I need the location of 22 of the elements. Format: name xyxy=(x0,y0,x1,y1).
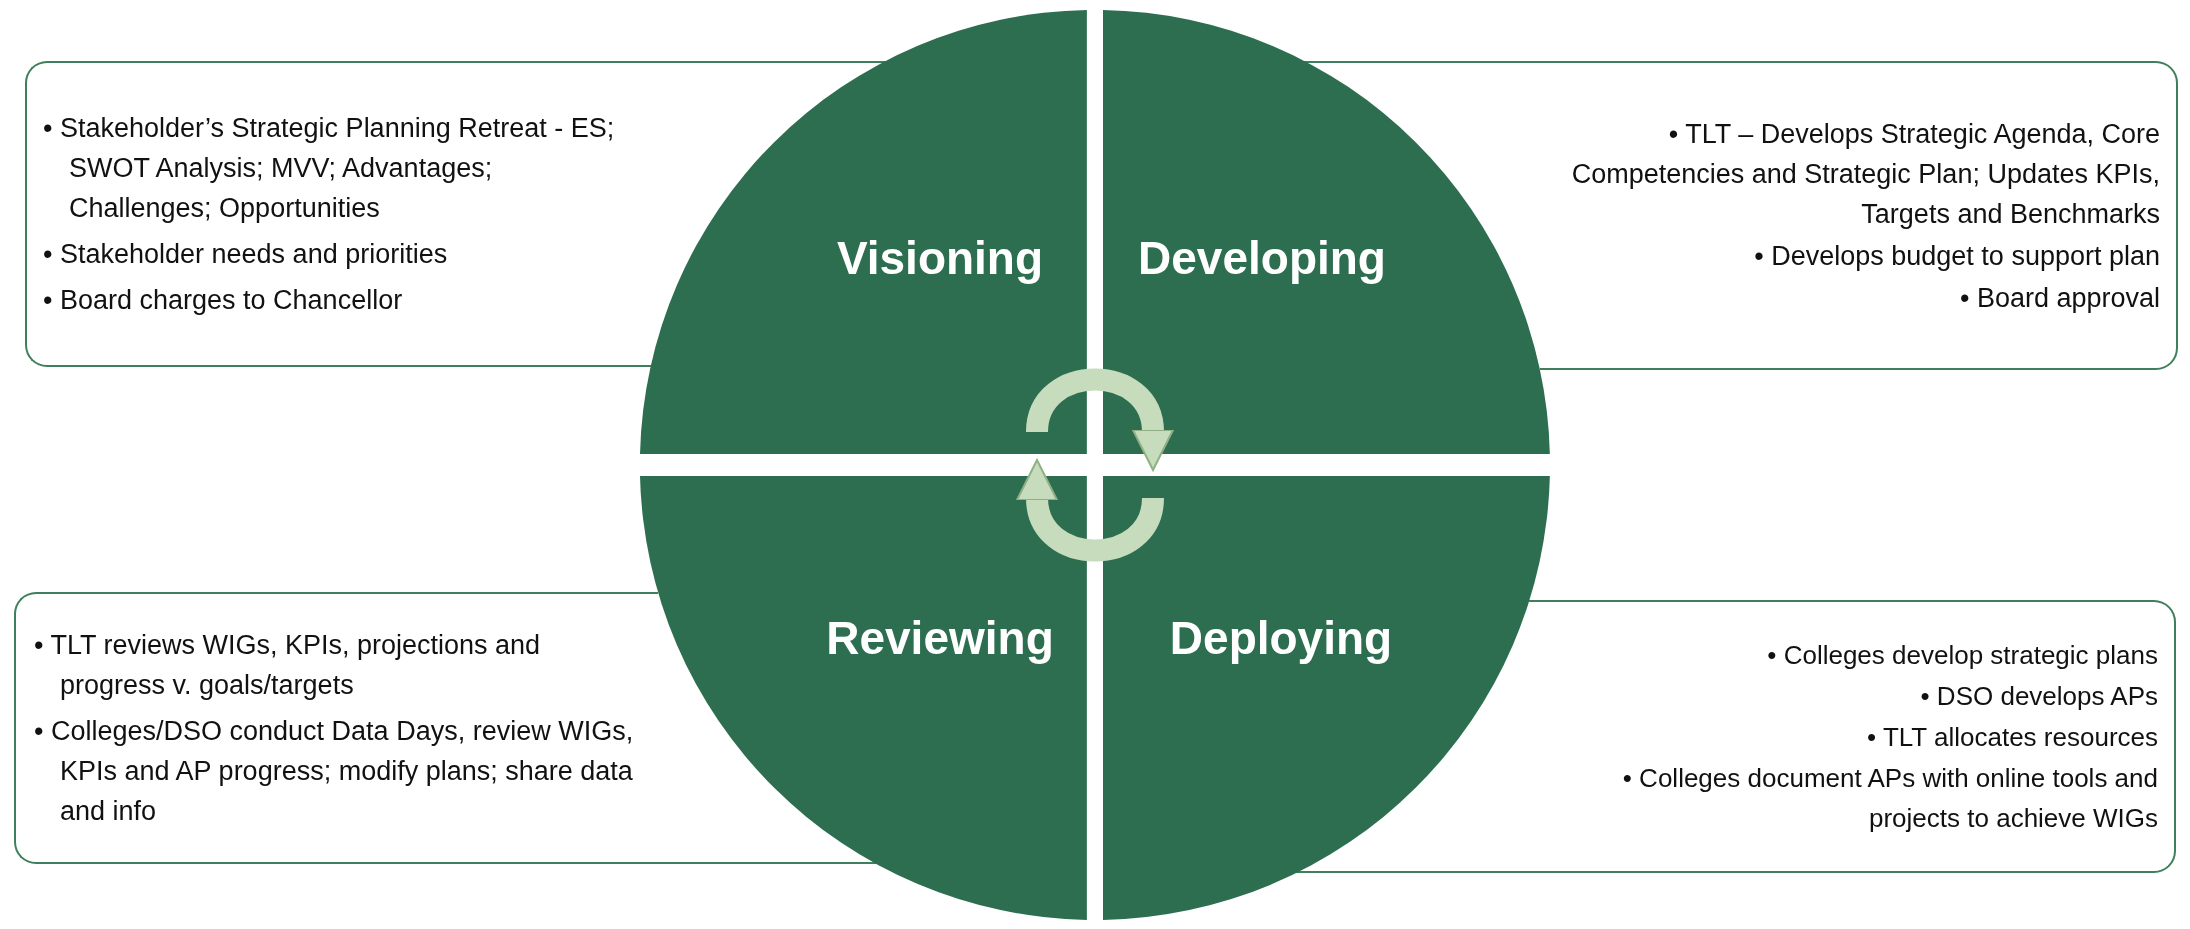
bullet-item: • Colleges document APs with online tools and projects to achieve WIGs xyxy=(1621,762,2158,835)
bullet-item: • Stakeholder needs and priorities xyxy=(43,238,449,271)
bullet-item: • Board charges to Chancellor xyxy=(43,284,404,317)
bullet-item: • Board approval xyxy=(1958,281,2160,315)
quadrant-label: Visioning xyxy=(836,231,1044,285)
bullet-item: • TLT – Develops Strategic Agenda, Core Competencies and Strategic Plan; Updates KPIs, Targets and Benchmarks xyxy=(1570,117,2160,231)
bullet-item: • Colleges/DSO conduct Data Days, review WIGs, KPIs and AP progress; modify plans; share data and info xyxy=(34,715,635,828)
bullet-item: • TLT allocates resources xyxy=(1866,721,2158,754)
cycle-arrow xyxy=(1026,368,1174,471)
bullet-item: • TLT reviews WIGs, KPIs, projections and progress v. goals/targets xyxy=(34,629,542,702)
bullet-item: • Stakeholder’s Strategic Planning Retreat - ES; SWOT Analysis; MVV; Advantages; Challenges; Opportunities xyxy=(43,112,616,225)
bullet-item: • DSO develops APs xyxy=(1919,680,2158,713)
text-box xyxy=(14,592,658,864)
bullet-item: • Develops budget to support plan xyxy=(1753,239,2160,273)
quadrant-label: Reviewing xyxy=(826,611,1054,665)
cycle-arrow xyxy=(1016,459,1164,562)
bullet-item: • Colleges develop strategic plans xyxy=(1766,639,2158,672)
text-box xyxy=(25,61,651,367)
quadrant-label: Developing xyxy=(1138,231,1386,285)
quadrant-label: Deploying xyxy=(1169,611,1393,665)
text-box xyxy=(1540,61,2178,370)
text-box xyxy=(1529,600,2176,873)
